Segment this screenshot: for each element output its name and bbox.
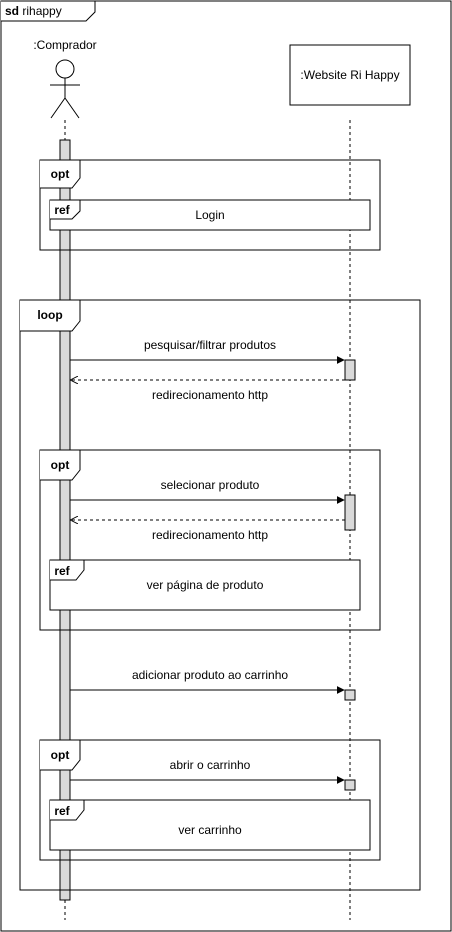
message-select-product: selecionar produto bbox=[70, 478, 345, 504]
ref-cart-keyword: ref bbox=[54, 804, 70, 818]
actor-buyer: :Comprador bbox=[33, 38, 97, 119]
fragment-opt-3: opt bbox=[39, 739, 381, 861]
activation-website-2 bbox=[344, 494, 356, 531]
return-redirect-2: redirecionamento http bbox=[71, 520, 345, 542]
activation-website-4 bbox=[344, 779, 356, 791]
fragment-opt-2-operator: opt bbox=[51, 458, 70, 472]
ref-product-page-keyword: ref bbox=[54, 564, 70, 578]
participant-website: :Website Ri Happy bbox=[289, 44, 411, 106]
message-add-to-cart: adicionar produto ao carrinho bbox=[70, 668, 345, 694]
fragment-opt-1: opt bbox=[39, 159, 381, 251]
fragment-opt-2: opt bbox=[39, 449, 381, 631]
return-redirect-2-label: redirecionamento http bbox=[152, 528, 268, 542]
fragment-loop-operator: loop bbox=[37, 308, 62, 322]
return-redirect-1: redirecionamento http bbox=[71, 380, 345, 402]
fragment-opt-3-operator: opt bbox=[51, 748, 70, 762]
activation-website-3 bbox=[344, 689, 356, 701]
actor-buyer-label: :Comprador bbox=[33, 38, 96, 52]
message-open-cart-label: abrir o carrinho bbox=[170, 758, 251, 772]
sd-frame-title: sd rihappy bbox=[5, 4, 62, 18]
return-redirect-1-label: redirecionamento http bbox=[152, 388, 268, 402]
fragment-loop: loop bbox=[19, 299, 421, 891]
ref-login-label: Login bbox=[195, 208, 224, 222]
ref-cart-label: ver carrinho bbox=[178, 823, 242, 837]
ref-cart: ref ver carrinho bbox=[49, 799, 371, 851]
activation-buyer bbox=[59, 139, 71, 901]
ref-product-page-label: ver página de produto bbox=[147, 578, 264, 592]
message-search-filter-label: pesquisar/filtrar produtos bbox=[144, 338, 276, 352]
stick-figure-icon bbox=[50, 59, 80, 119]
message-open-cart: abrir o carrinho bbox=[70, 758, 345, 784]
fragment-opt-1-operator: opt bbox=[51, 167, 70, 181]
ref-login: ref Login bbox=[49, 199, 371, 231]
message-search-filter: pesquisar/filtrar produtos bbox=[70, 338, 345, 364]
activation-website-1 bbox=[344, 359, 356, 381]
ref-login-keyword: ref bbox=[54, 203, 70, 217]
message-select-product-label: selecionar produto bbox=[161, 478, 260, 492]
participant-website-label: :Website Ri Happy bbox=[300, 68, 399, 82]
ref-product-page: ref ver página de produto bbox=[49, 559, 361, 611]
message-add-to-cart-label: adicionar produto ao carrinho bbox=[132, 668, 288, 682]
